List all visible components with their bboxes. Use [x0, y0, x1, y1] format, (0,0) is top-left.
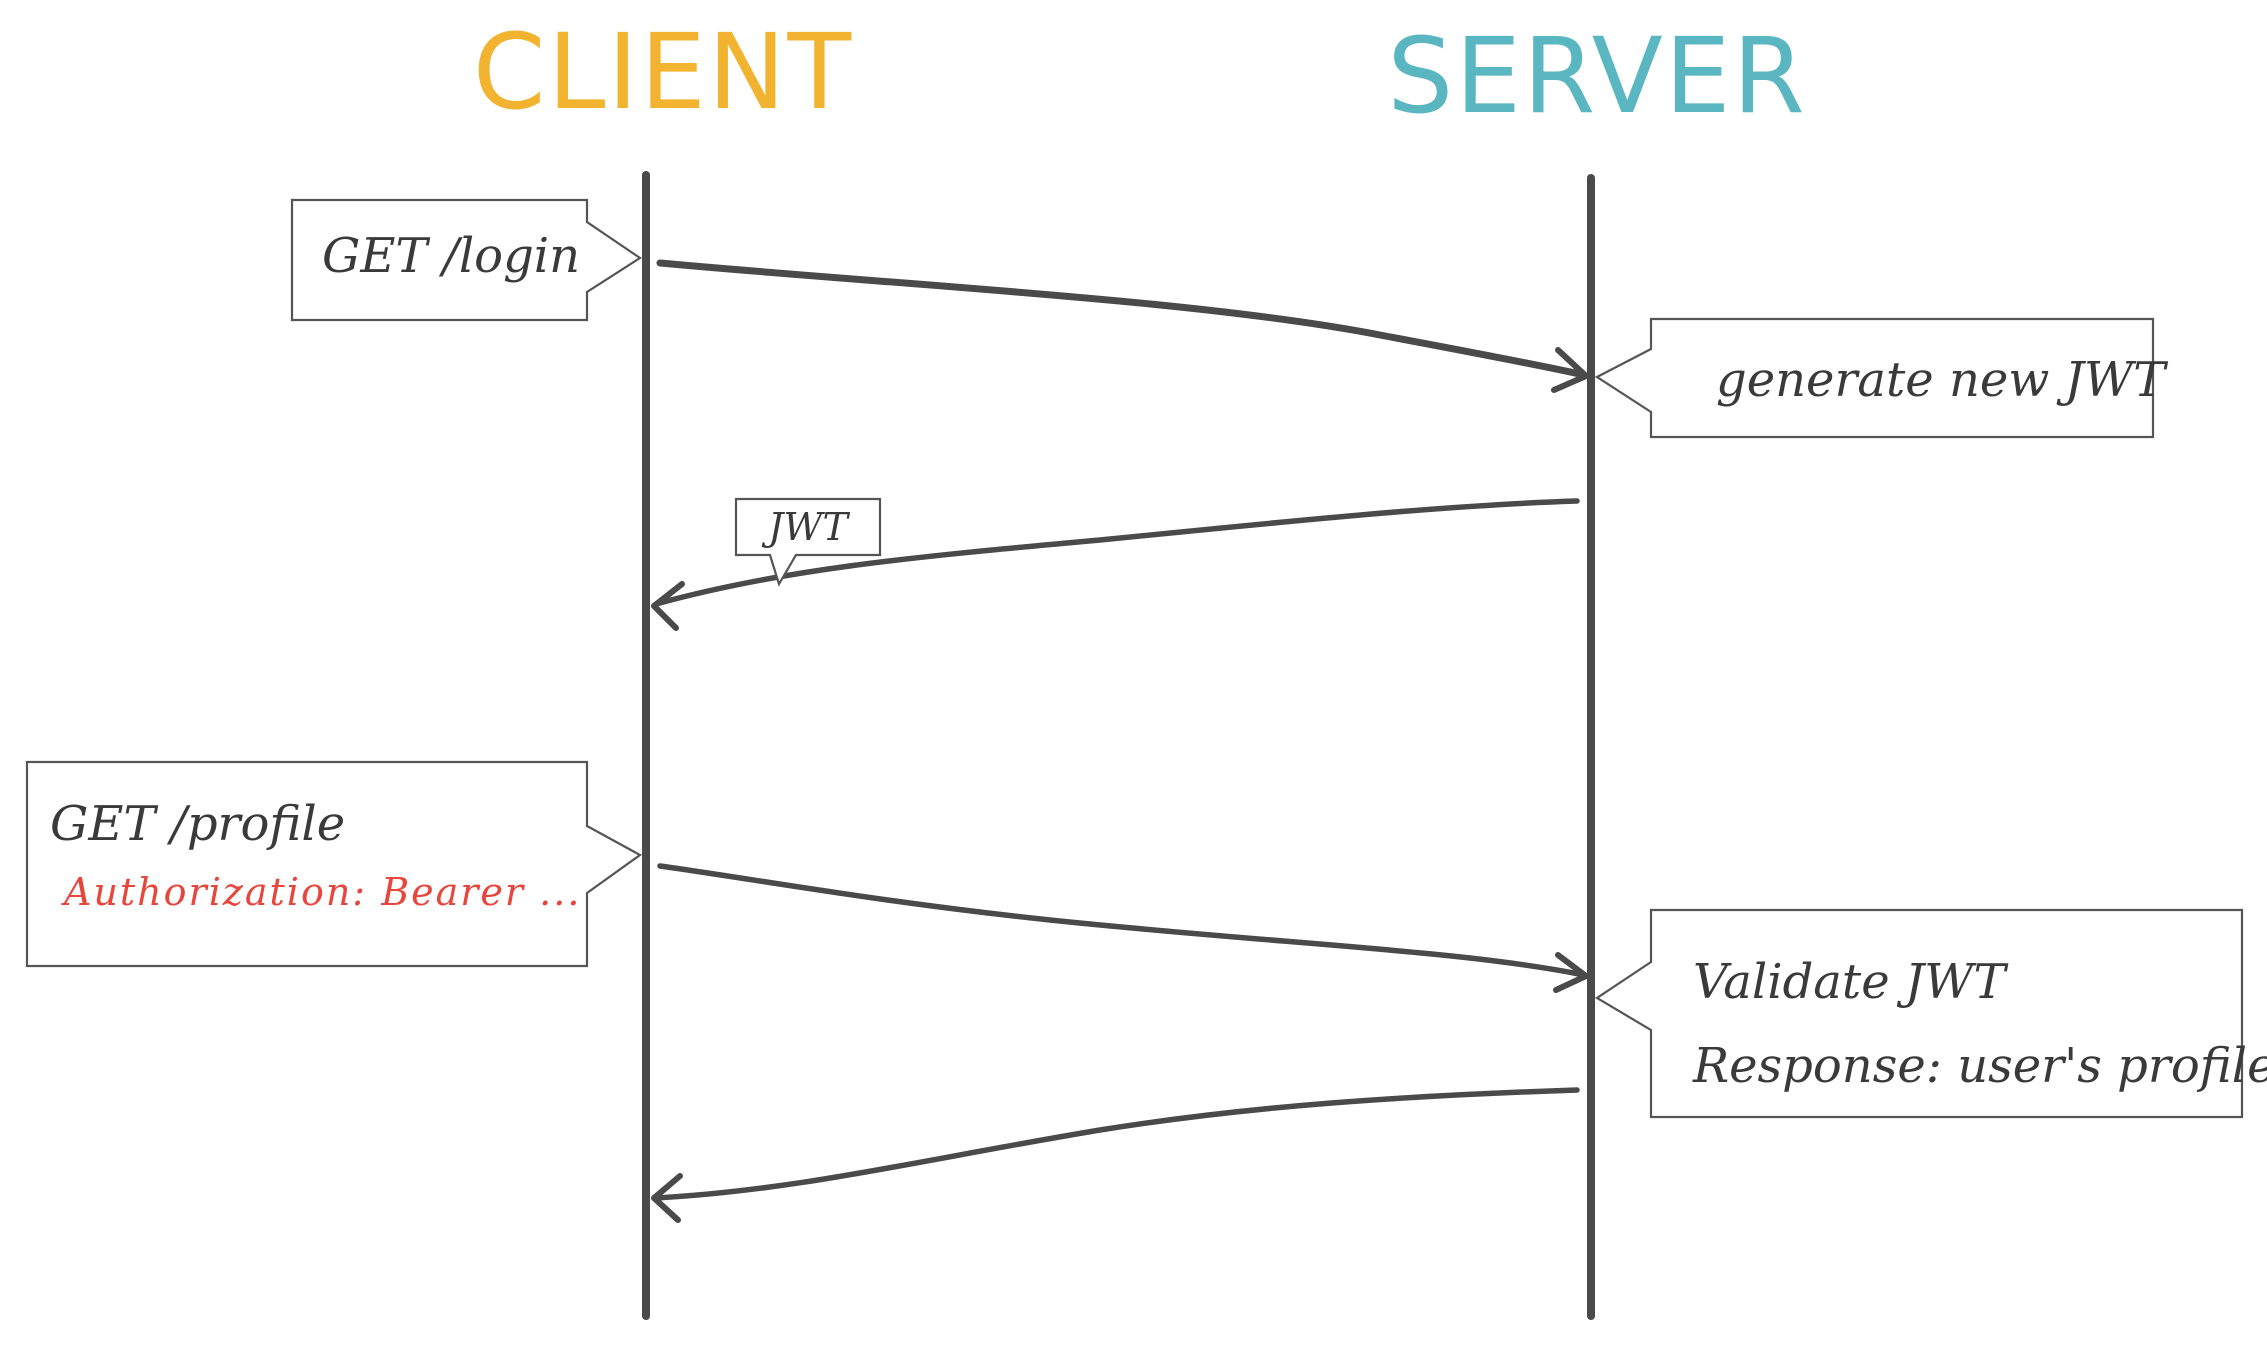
- note-validate-jwt-text: Validate JWT: [1693, 954, 2008, 1010]
- note-response-text: Response: user's profile: [1692, 1038, 2267, 1094]
- message-get-login-arrow: [656, 259, 1589, 393]
- server-title: SERVER: [1387, 15, 1806, 137]
- note-jwt-label-text: JWT: [761, 505, 850, 549]
- note-get-profile: GET /profile Authorization: Bearer ...: [25, 760, 643, 968]
- note-validate-jwt: Validate JWT Response: user's profile: [1594, 908, 2267, 1119]
- note-generate-jwt-text: generate new JWT: [1716, 352, 2168, 408]
- note-jwt-label: JWT: [734, 497, 882, 587]
- note-get-login: GET /login: [290, 198, 642, 322]
- client-title: CLIENT: [473, 11, 853, 133]
- message-get-profile-arrow: [657, 863, 1589, 993]
- note-authorization-text: Authorization: Bearer ...: [61, 870, 581, 914]
- note-get-profile-text: GET /profile: [50, 796, 345, 852]
- message-profile-response-arrow: [651, 1087, 1580, 1223]
- note-generate-jwt: generate new JWT: [1594, 317, 2168, 439]
- note-get-login-text: GET /login: [322, 228, 580, 284]
